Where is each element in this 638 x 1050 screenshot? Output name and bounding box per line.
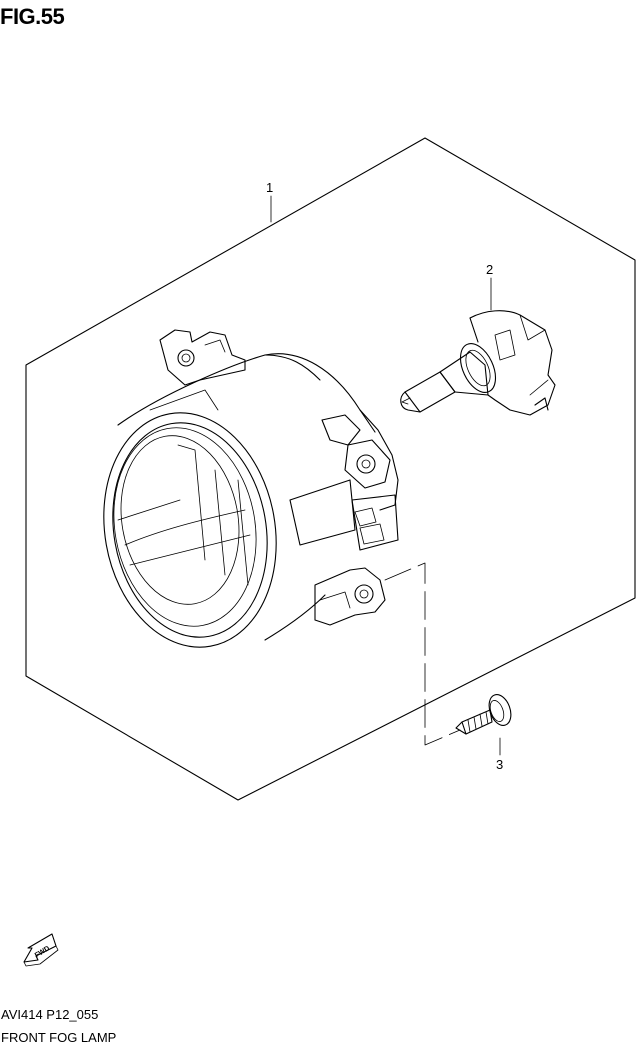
callout-1: 1 xyxy=(266,180,273,195)
assembly-boundary xyxy=(25,137,636,801)
figure-title: FIG.55 xyxy=(0,4,65,29)
screw-position-indicator xyxy=(384,562,461,746)
fwd-arrow-icon: FWD xyxy=(23,933,59,967)
diagram-code: AVI414 P12_055 xyxy=(1,1007,99,1022)
fog-lamp-housing xyxy=(103,329,399,648)
screw xyxy=(455,694,512,735)
callout-2: 2 xyxy=(486,262,493,277)
bulb xyxy=(400,310,556,416)
callout-3: 3 xyxy=(496,757,503,772)
diagram-caption: FRONT FOG LAMP xyxy=(1,1030,117,1045)
